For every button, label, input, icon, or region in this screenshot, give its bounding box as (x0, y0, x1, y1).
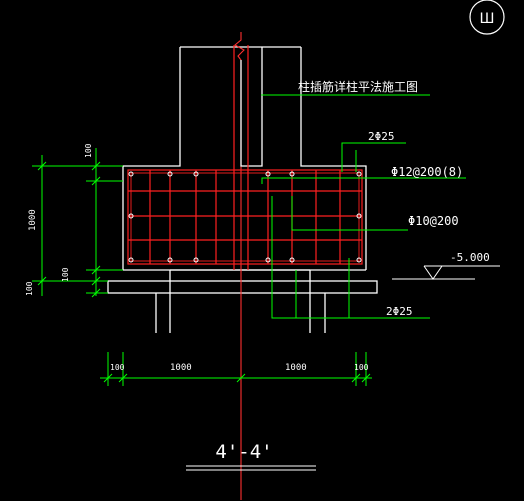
corner-mark-text: Ш (480, 11, 495, 27)
bar-dot (356, 171, 362, 177)
concrete-outline (107, 46, 378, 333)
tick (91, 176, 101, 186)
bar-dot (128, 257, 134, 263)
bar-dot (356, 257, 362, 263)
leaders (261, 94, 466, 319)
bar-dot (128, 213, 134, 219)
tick (351, 373, 361, 383)
center-line-path (234, 32, 245, 500)
elevation-mark (392, 265, 500, 280)
bar-dot (265, 257, 271, 263)
tick (118, 373, 128, 383)
tick (361, 373, 371, 383)
bar-dot (128, 171, 134, 177)
bar-dots (128, 171, 362, 263)
bottom-bars-label: 2Φ25 (386, 305, 413, 318)
bar-dot (193, 257, 199, 263)
corner-mark-circle (469, 0, 505, 35)
stirrup-leader (261, 177, 466, 184)
bottom-dimensions (100, 352, 372, 386)
tick (91, 161, 101, 171)
elevation-label: -5.000 (450, 251, 490, 264)
bar-dot (167, 257, 173, 263)
dim-left-total: 1000 (28, 209, 38, 231)
top-bars-leader (341, 142, 406, 172)
tick (91, 265, 101, 275)
side-bars-leader (291, 196, 408, 231)
column-right-edge (300, 47, 367, 270)
tick (236, 373, 246, 383)
bar-dot (167, 171, 173, 177)
bar-dot (265, 171, 271, 177)
column-left-edge (122, 47, 181, 270)
top-bars-label: 2Φ25 (368, 130, 395, 143)
tick (37, 161, 47, 171)
inner-stirrup (130, 172, 360, 262)
tick (37, 276, 47, 286)
center-line (234, 32, 245, 500)
corner-mark: Ш (469, 0, 505, 35)
column-inner-outline (240, 47, 263, 167)
stirrup-label: Φ12@200(8) (391, 165, 463, 179)
outer-stirrup (127, 169, 363, 265)
elevation-triangle (423, 265, 443, 280)
cushion-slab (107, 280, 378, 294)
column-note-label: 柱插筋详柱平法施工图 (298, 79, 418, 94)
tick (91, 276, 101, 286)
bar-dot (289, 171, 295, 177)
column-inner-lines (240, 47, 263, 167)
dim-bottom-right-edge: 100 (354, 363, 369, 372)
dim-left-top-cover: 100 (84, 143, 93, 158)
side-bars-label: Φ10@200 (408, 214, 459, 228)
bottom-bars-leader (271, 196, 350, 319)
section-title: 4'-4' (215, 441, 272, 463)
dim-bottom-left-span: 1000 (170, 363, 192, 373)
dim-bottom-left-edge: 100 (110, 363, 125, 372)
rebar-cage (127, 45, 363, 270)
dim-bottom-right-span: 1000 (285, 363, 307, 373)
dim-left-bottom-cover: 100 (61, 267, 70, 282)
bar-dot (356, 213, 362, 219)
tick (103, 373, 113, 383)
bar-dot (289, 257, 295, 263)
dim-left-pad: 100 (25, 281, 34, 296)
tick (91, 288, 101, 298)
bar-dot (193, 171, 199, 177)
left-dimensions (32, 148, 123, 298)
